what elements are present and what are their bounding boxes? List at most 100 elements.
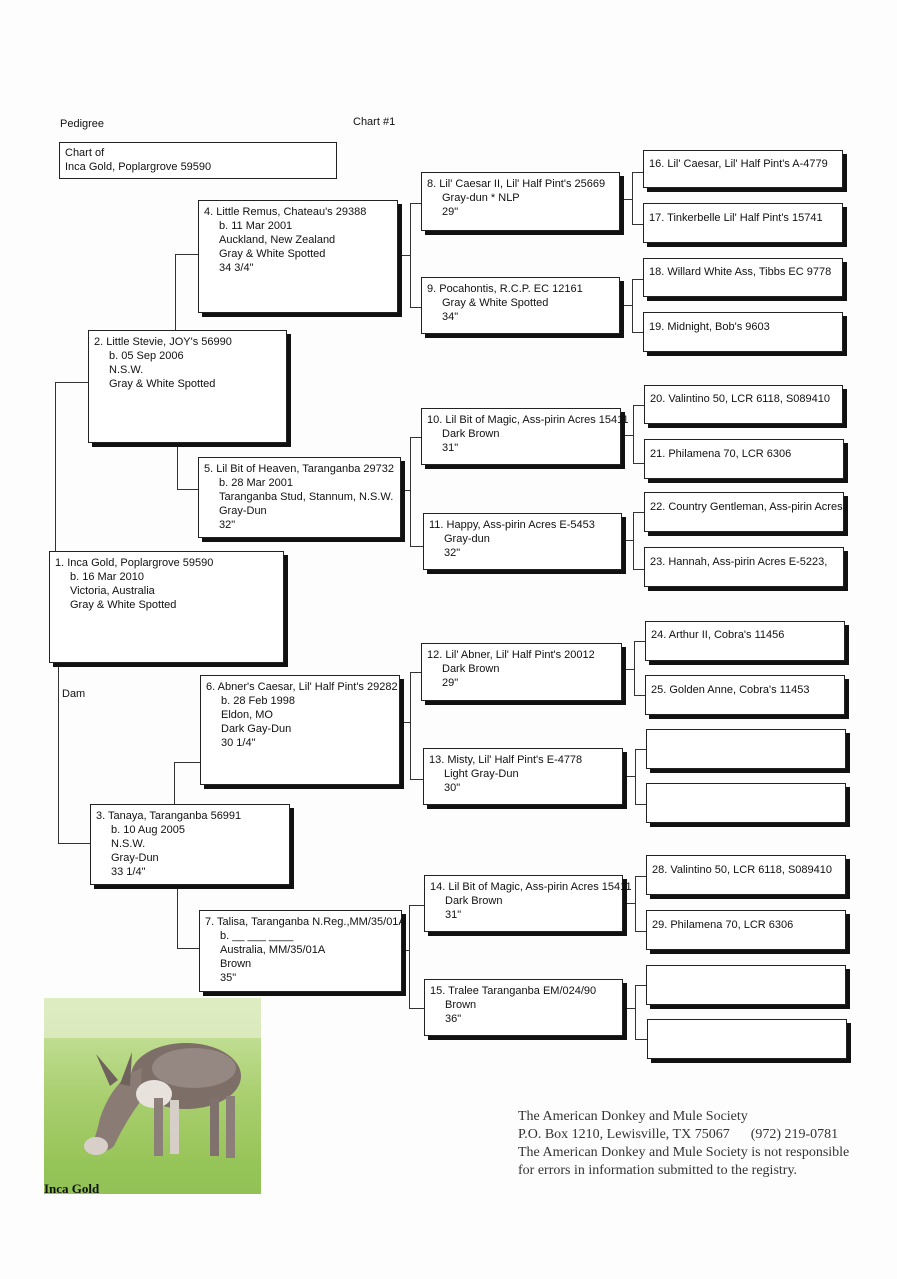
ancestor-23-box: 23. Hannah, Ass-pirin Acres E-5223, bbox=[644, 547, 844, 587]
connector bbox=[622, 669, 634, 670]
subject-color: Gray-dun bbox=[444, 533, 490, 545]
subject-height: 29" bbox=[442, 206, 459, 218]
ancestor-25-box: 25. Golden Anne, Cobra's 11453 bbox=[645, 675, 845, 715]
chart-number: Chart #1 bbox=[353, 116, 396, 128]
connector bbox=[623, 776, 635, 777]
subject-color: Gray & White Spotted bbox=[442, 297, 549, 309]
subject-height: 29" bbox=[442, 677, 459, 689]
subject-name: 5. Lil Bit of Heaven, Taranganba 29732 bbox=[204, 463, 394, 475]
connector bbox=[633, 512, 634, 569]
connector bbox=[621, 435, 633, 436]
connector bbox=[409, 905, 425, 906]
subject-color: Dark Brown bbox=[445, 895, 503, 907]
connector bbox=[632, 224, 644, 225]
connector bbox=[632, 172, 644, 173]
subject-13-box: 13. Misty, Lil' Half Pint's E-4778 Light… bbox=[423, 748, 623, 805]
subject-5-box: 5. Lil Bit of Heaven, Taranganba 29732 b… bbox=[198, 457, 401, 538]
society-footer: The American Donkey and Mule Society P.O… bbox=[518, 1108, 849, 1180]
connector bbox=[175, 254, 176, 330]
connector bbox=[175, 254, 199, 255]
subject-birth: b. 05 Sep 2006 bbox=[109, 350, 184, 362]
ancestor-name: 19. Midnight, Bob's 9603 bbox=[649, 321, 770, 333]
ancestor-24-box: 24. Arthur II, Cobra's 11456 bbox=[645, 621, 845, 661]
ancestor-name: 23. Hannah, Ass-pirin Acres E-5223, bbox=[650, 556, 828, 568]
subject-10-box: 10. Lil Bit of Magic, Ass-pirin Acres 15… bbox=[421, 408, 629, 465]
connector bbox=[58, 843, 92, 844]
connector bbox=[634, 695, 646, 696]
connector bbox=[623, 1008, 635, 1009]
subject-color: Gray & White Spotted bbox=[219, 248, 326, 260]
connector bbox=[174, 762, 175, 804]
subject-name: 15. Tralee Taranganba EM/024/90 bbox=[430, 985, 597, 997]
subject-color: Brown bbox=[220, 958, 252, 970]
subject-12-box: 12. Lil' Abner, Lil' Half Pint's 20012 D… bbox=[421, 643, 622, 701]
ancestor-27-box bbox=[646, 783, 846, 823]
subject-name: 11. Happy, Ass-pirin Acres E-5453 bbox=[429, 519, 595, 531]
connector bbox=[409, 905, 410, 1008]
connector bbox=[177, 948, 200, 949]
connector bbox=[177, 443, 178, 489]
subject-height: 35" bbox=[220, 972, 237, 984]
connector bbox=[410, 672, 411, 779]
ancestor-name: 24. Arthur II, Cobra's 11456 bbox=[651, 629, 785, 641]
connector bbox=[410, 437, 422, 438]
subject-name: 12. Lil' Abner, Lil' Half Pint's 20012 bbox=[427, 649, 595, 661]
subject-name: 13. Misty, Lil' Half Pint's E-4778 bbox=[429, 754, 583, 766]
ancestor-31-box bbox=[647, 1019, 847, 1059]
subject-color: Dark Brown bbox=[442, 428, 500, 440]
dam-label: Dam bbox=[62, 688, 86, 700]
subject-4-box: 4. Little Remus, Chateau's 29388 b. 11 M… bbox=[198, 200, 398, 313]
subject-color: Gray & White Spotted bbox=[109, 378, 216, 390]
subject-height: 31" bbox=[445, 909, 462, 921]
subject-color: Dark Gay-Dun bbox=[221, 723, 292, 735]
ancestor-name: 22. Country Gentleman, Ass-pirin Acres bbox=[650, 501, 843, 513]
ancestor-name: 17. Tinkerbelle Lil' Half Pint's 15741 bbox=[649, 212, 823, 224]
subject-name: 6. Abner's Caesar, Lil' Half Pint's 2928… bbox=[206, 681, 398, 693]
connector bbox=[410, 437, 411, 546]
connector bbox=[633, 405, 645, 406]
connector bbox=[620, 199, 632, 200]
subject-birth: b. __ ___ ____ bbox=[220, 930, 294, 942]
connector bbox=[633, 405, 634, 463]
ancestor-name: 20. Valintino 50, LCR 6118, S089410 bbox=[650, 393, 831, 405]
connector bbox=[410, 203, 422, 204]
subject-7-box: 7. Talisa, Taranganba N.Reg.,MM/35/01A b… bbox=[199, 910, 406, 992]
connector bbox=[633, 512, 645, 513]
connector bbox=[400, 722, 410, 723]
subject-height: 32" bbox=[219, 519, 236, 531]
connector bbox=[409, 1008, 425, 1009]
subject-place: Taranganba Stud, Stannum, N.S.W. bbox=[219, 491, 394, 503]
ancestor-name: 16. Lil' Caesar, Lil' Half Pint's A-4779 bbox=[649, 158, 828, 170]
chart-of-box: Chart of Inca Gold, Poplargrove 59590 bbox=[59, 142, 337, 179]
connector bbox=[635, 876, 647, 877]
subject-color: Gray-dun * NLP bbox=[442, 192, 520, 204]
connector bbox=[635, 985, 636, 1039]
subject-15-box: 15. Tralee Taranganba EM/024/90 Brown 36… bbox=[424, 979, 623, 1036]
connector bbox=[635, 1039, 647, 1040]
subject-8-box: 8. Lil' Caesar II, Lil' Half Pint's 2566… bbox=[421, 172, 620, 231]
subject-name: 7. Talisa, Taranganba N.Reg.,MM/35/01A bbox=[205, 916, 406, 928]
connector bbox=[632, 279, 633, 332]
subject-place: Victoria, Australia bbox=[70, 585, 155, 597]
footer-disclaimer-2: for errors in information submitted to t… bbox=[518, 1163, 798, 1178]
ancestor-name: 28. Valintino 50, LCR 6118, S089410 bbox=[652, 864, 833, 876]
chart-of-name: Inca Gold, Poplargrove 59590 bbox=[65, 161, 212, 173]
ancestor-22-box: 22. Country Gentleman, Ass-pirin Acres bbox=[644, 492, 844, 532]
subject-color: Dark Brown bbox=[442, 663, 500, 675]
connector bbox=[58, 663, 59, 843]
connector bbox=[632, 332, 644, 333]
subject-place: Australia, MM/35/01A bbox=[220, 944, 326, 956]
subject-name: 10. Lil Bit of Magic, Ass-pirin Acres 15… bbox=[427, 414, 629, 426]
connector bbox=[622, 540, 633, 541]
ancestor-18-box: 18. Willard White Ass, Tibbs EC 9778 bbox=[643, 258, 843, 297]
subject-name: 8. Lil' Caesar II, Lil' Half Pint's 2566… bbox=[427, 178, 606, 190]
subject-14-box: 14. Lil Bit of Magic, Ass-pirin Acres 15… bbox=[424, 875, 632, 932]
connector bbox=[177, 885, 178, 948]
subject-height: 30" bbox=[444, 782, 461, 794]
subject-2-box: 2. Little Stevie, JOY's 56990 b. 05 Sep … bbox=[88, 330, 287, 443]
subject-1-box: 1. Inca Gold, Poplargrove 59590 b. 16 Ma… bbox=[49, 551, 284, 663]
subject-9-box: 9. Pocahontis, R.C.P. EC 12161 Gray & Wh… bbox=[421, 277, 620, 334]
subject-name: 3. Tanaya, Taranganba 56991 bbox=[96, 810, 242, 822]
connector bbox=[410, 203, 411, 307]
connector bbox=[623, 903, 635, 904]
